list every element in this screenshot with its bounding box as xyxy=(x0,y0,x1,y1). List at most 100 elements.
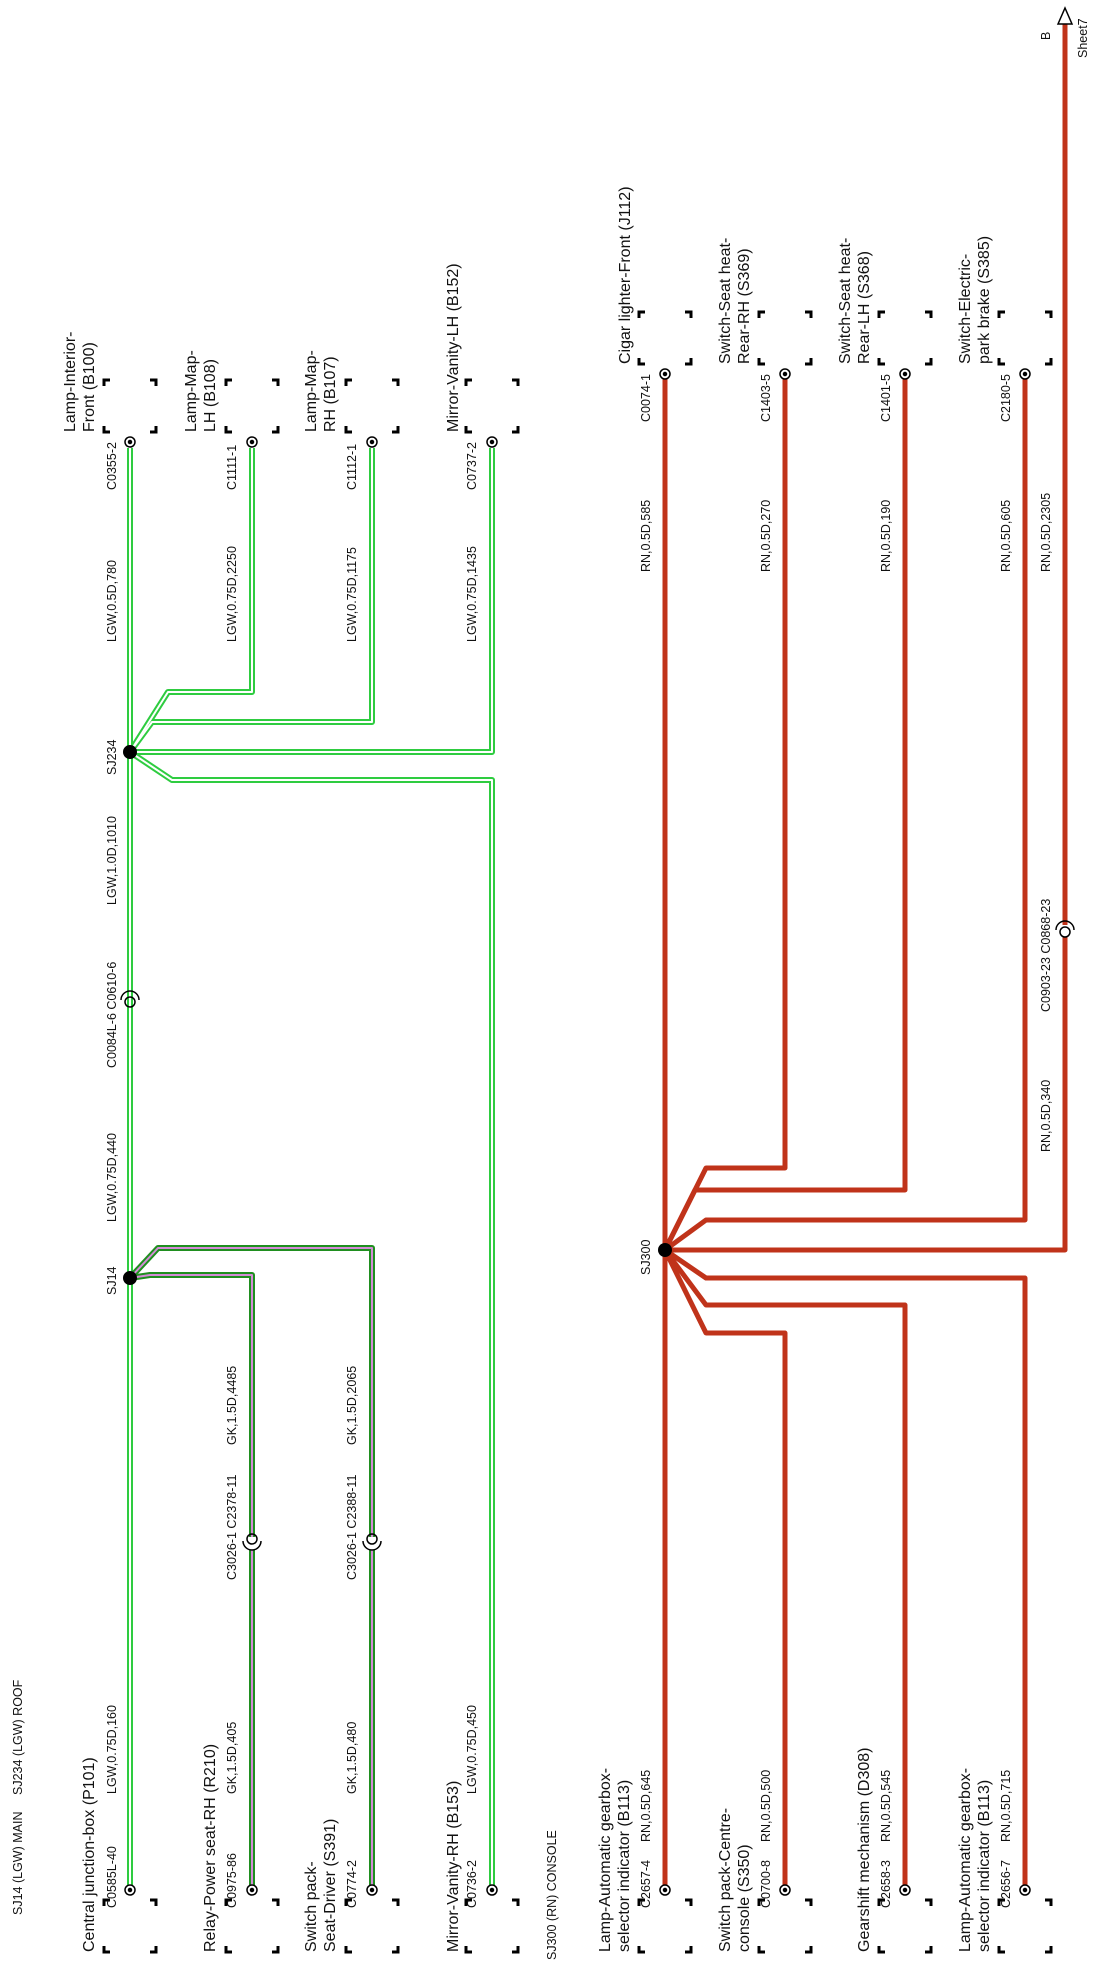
wire-label-rn-645: RN,0.5D,645 xyxy=(639,1770,653,1842)
pin-terminal-s385 xyxy=(1019,368,1031,380)
component-s391-line1: Switch pack- xyxy=(303,1861,320,1952)
wire-label-rn-715: RN,0.5D,715 xyxy=(999,1770,1013,1842)
offsheet-letter: B xyxy=(1039,32,1053,40)
wire-label-lgw-450: LGW,0.75D,450 xyxy=(465,1705,479,1794)
connector-box-b108 xyxy=(224,378,280,434)
wire-label-gk-2065: GK,1.5D,2065 xyxy=(345,1366,359,1445)
component-s369-line1: Switch-Seat heat- xyxy=(717,238,734,364)
pin-terminal-s368 xyxy=(899,368,911,380)
connector-box-r210 xyxy=(224,1898,280,1954)
connector-label-c2658-3: C2658-3 xyxy=(879,1860,893,1908)
inline-connector-c0084l-c0610 xyxy=(120,990,140,1008)
connector-label-c0084l-c0610: C0084L-6 C0610-6 xyxy=(105,962,119,1068)
splice-sj234-dot xyxy=(123,745,137,759)
pin-terminal-b108 xyxy=(246,436,258,448)
component-b113a-line2: selector indicator (B113) xyxy=(616,1780,633,1952)
wire-label-rn-190: RN,0.5D,190 xyxy=(879,500,893,572)
connector-box-b113-b xyxy=(997,1898,1053,1954)
wire-label-rn-500: RN,0.5D,500 xyxy=(759,1770,773,1842)
lgw-wire-outer xyxy=(127,448,495,1888)
pin-terminal-s391 xyxy=(366,1884,378,1896)
connector-box-d308 xyxy=(877,1898,933,1954)
pin-terminal-d308 xyxy=(899,1884,911,1896)
splice-sj14-dot xyxy=(123,1271,137,1285)
pin-terminal-b153 xyxy=(486,1884,498,1896)
component-j112-line1: Cigar lighter-Front (J112) xyxy=(617,186,634,364)
connector-label-c1111-1: C1111-1 xyxy=(225,445,239,490)
wire-label-lgw-1175: LGW,0.75D,1175 xyxy=(345,547,359,642)
connector-label-c0585l-40: C0585L-40 xyxy=(105,1846,119,1908)
inline-connector-c0903-c0868 xyxy=(1055,920,1075,938)
wire-label-lgw-160: LGW,0.75D,160 xyxy=(105,1705,119,1794)
connector-label-c0737-2: C0737-2 xyxy=(465,442,479,490)
wire-label-lgw-440: LGW,0.75D,440 xyxy=(105,1133,119,1222)
wire-label-rn-545: RN,0.5D,545 xyxy=(879,1770,893,1842)
connector-label-c1112-1: C1112-1 xyxy=(345,444,359,490)
component-d308-line1: Gearshift mechanism (D308) xyxy=(856,1747,873,1952)
connector-box-b100 xyxy=(102,378,158,434)
connector-label-c0903-c0868: C0903-23 C0868-23 xyxy=(1039,899,1053,1012)
legend-sj14: SJ14 (LGW) MAIN xyxy=(11,1812,25,1916)
gk-wire-group xyxy=(127,1245,375,1888)
connector-box-p101 xyxy=(102,1898,158,1954)
component-b107-line1: Lamp-Map- xyxy=(303,350,320,432)
pin-terminal-r210 xyxy=(246,1884,258,1896)
pin-terminal-b113-b xyxy=(1019,1884,1031,1896)
connector-label-c1403-5: C1403-5 xyxy=(759,374,773,422)
pin-terminal-p101 xyxy=(124,1884,136,1896)
connector-label-c0074-1: C0074-1 xyxy=(639,374,653,422)
connector-label-c0975-86: C0975-86 xyxy=(225,1853,239,1908)
component-b107-line2: RH (B107) xyxy=(322,356,339,432)
connector-label-c0774-2: C0774-2 xyxy=(345,1860,359,1908)
component-s368-line1: Switch-Seat heat- xyxy=(837,238,854,364)
connector-box-j112 xyxy=(637,310,693,366)
connector-label-c1401-5: C1401-5 xyxy=(879,374,893,422)
component-s385-line1: Switch-Electric- xyxy=(957,254,974,364)
connector-label-c3026-c2388: C3026-1 C2388-11 xyxy=(345,1475,359,1580)
pin-terminal-s350 xyxy=(779,1884,791,1896)
connector-box-b107 xyxy=(344,378,400,434)
component-s391-line2: Seat-Driver (S391) xyxy=(322,1819,339,1952)
connector-box-s391 xyxy=(344,1898,400,1954)
wire-label-lgw-1435: LGW,0.75D,1435 xyxy=(465,546,479,642)
splice-label-sj234: SJ234 xyxy=(105,740,119,775)
splice-label-sj300: SJ300 xyxy=(639,1240,653,1275)
wire-label-rn-605: RN,0.5D,605 xyxy=(999,500,1013,572)
wire-label-rn-270: RN,0.5D,270 xyxy=(759,500,773,572)
connector-box-b153 xyxy=(464,1898,520,1954)
wire-label-rn-585: RN,0.5D,585 xyxy=(639,500,653,572)
connector-label-c0355-2: C0355-2 xyxy=(105,442,119,490)
component-s368-line2: Rear-LH (S368) xyxy=(856,251,873,364)
pin-terminal-b152 xyxy=(486,436,498,448)
component-b108-line1: Lamp-Map- xyxy=(183,350,200,432)
wire-label-lgw-780: LGW,0.5D,780 xyxy=(105,560,119,642)
component-s369-line2: Rear-RH (S369) xyxy=(736,248,753,364)
pin-terminal-b100 xyxy=(124,436,136,448)
component-s350-line2: console (S350) xyxy=(736,1844,753,1952)
connector-label-c2180-5: C2180-5 xyxy=(999,374,1013,422)
splice-sj300-dot xyxy=(658,1243,672,1257)
component-s385-line2: park brake (S385) xyxy=(976,236,993,364)
rn-wire-group xyxy=(662,18,1068,1888)
lgw-wire-group xyxy=(127,448,495,1888)
legend-sj234: SJ234 (LGW) ROOF xyxy=(11,1679,25,1795)
component-b100-line2: Front (B100) xyxy=(81,342,98,432)
pin-terminal-b107 xyxy=(366,436,378,448)
pin-terminal-j112 xyxy=(659,368,671,380)
pin-terminal-s369 xyxy=(779,368,791,380)
pin-terminal-b113-a xyxy=(659,1884,671,1896)
gk-wire-inner xyxy=(129,1247,373,1888)
splice-label-sj14: SJ14 xyxy=(105,1266,119,1295)
connector-label-c0736-2: C0736-2 xyxy=(465,1860,479,1908)
legend-sj300: SJ300 (RN) CONSOLE xyxy=(545,1830,559,1960)
lgw-wire-inner xyxy=(129,448,493,1888)
component-s350-line1: Switch pack-Centre- xyxy=(717,1808,734,1952)
wire-label-gk-4485: GK,1.5D,4485 xyxy=(225,1366,239,1445)
component-r210-line1: Relay-Power seat-RH (R210) xyxy=(202,1744,219,1952)
wire-label-rn-2305: RN,0.5D,2305 xyxy=(1039,493,1053,572)
inline-connector-c3026-c2378 xyxy=(242,1533,262,1551)
connector-label-c3026-c2378: C3026-1 C2378-11 xyxy=(225,1475,239,1580)
connector-label-c2656-7: C2656-7 xyxy=(999,1860,1013,1908)
